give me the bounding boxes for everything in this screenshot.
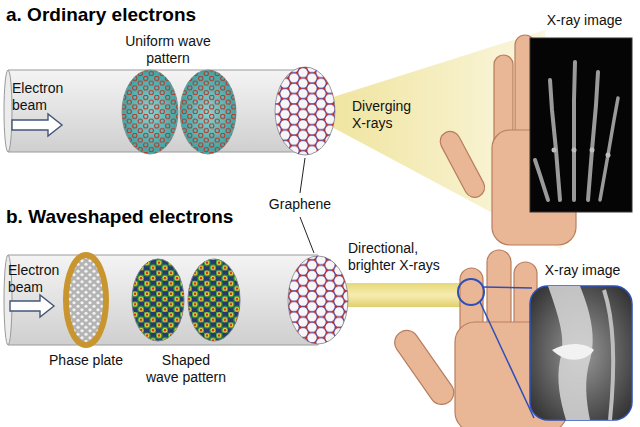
phase-plate [66, 255, 106, 345]
leader-line [300, 217, 314, 253]
part-label: Shaped wave pattern [144, 352, 228, 386]
part-label: Phase plate [41, 352, 131, 369]
xray-image [530, 38, 632, 212]
part-label: Directional, brighter X-rays [348, 240, 466, 274]
part-label: Electron beam [8, 262, 64, 296]
xray-inset [530, 286, 632, 420]
beam-arrow [10, 295, 54, 317]
shaped-wave [132, 259, 240, 341]
leader-line [300, 158, 305, 193]
uniform-wave [122, 70, 236, 154]
part-label: Uniform wave pattern [125, 33, 211, 67]
magnifier [458, 279, 534, 418]
graphene-sheet [288, 256, 348, 344]
part-label: Graphene [265, 196, 335, 213]
panel-heading: a. Ordinary electrons [6, 4, 266, 26]
part-label: X-ray image [537, 12, 632, 29]
part-label: Diverging X-rays [352, 98, 427, 132]
panel-heading: b. Waveshaped electrons [6, 206, 268, 228]
directional-xrays [340, 283, 475, 307]
part-label: Electron beam [12, 80, 74, 114]
graphene-sheet [275, 67, 335, 155]
electron-tube [4, 255, 318, 345]
beam-arrow [12, 114, 62, 136]
part-label: X-ray image [535, 262, 630, 279]
